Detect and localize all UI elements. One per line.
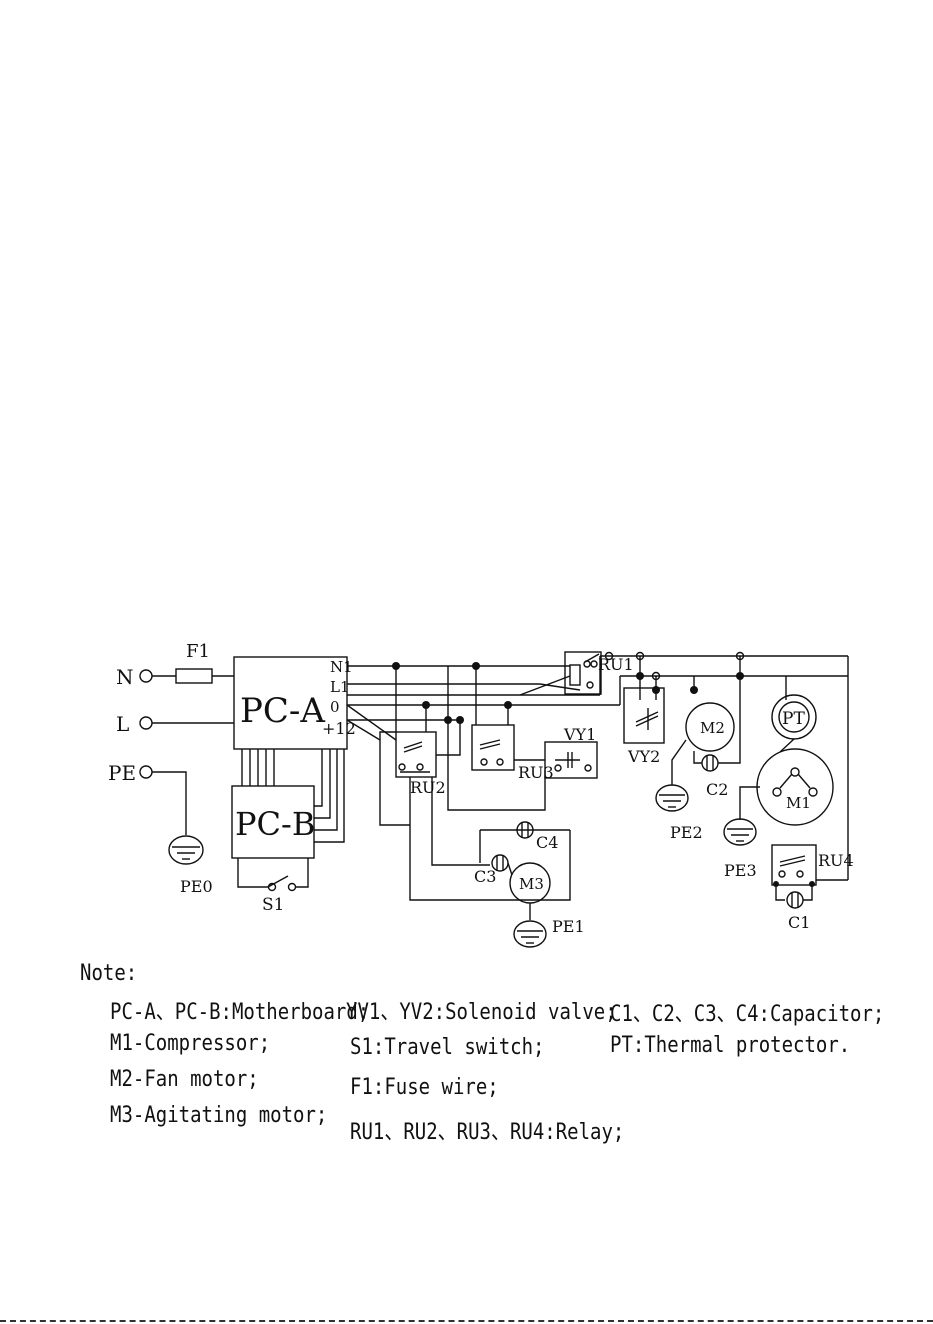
- label-pin-n1: N1: [330, 658, 353, 676]
- label-ru3: RU3: [518, 763, 554, 782]
- label-ru2: RU2: [410, 778, 446, 797]
- motor-m1: [756, 748, 834, 826]
- legend-item: M1-Compressor;: [110, 1030, 271, 1056]
- legend-item: M3-Agitating motor;: [110, 1102, 328, 1128]
- legend-item: PC-A、PC-B:Motherboard;: [110, 998, 370, 1025]
- page-bottom-rule: [0, 1320, 933, 1322]
- label-pt: PT: [782, 709, 805, 729]
- label-pe0: PE0: [180, 877, 213, 896]
- board-pc-b: [231, 785, 315, 859]
- legend-item: F1:Fuse wire;: [350, 1074, 499, 1100]
- label-vy2: VY2: [627, 747, 660, 766]
- label-c4: C4: [536, 833, 558, 852]
- terminal-n: [139, 669, 153, 683]
- label-m2: M2: [700, 719, 725, 737]
- label-n: N: [116, 665, 134, 689]
- label-pin-12: +12: [322, 719, 356, 738]
- fuse-f1: [175, 668, 213, 684]
- legend-item: RU1、RU2、RU3、RU4:Relay;: [350, 1118, 625, 1145]
- label-vy1: VY1: [563, 725, 596, 744]
- label-ru1: RU1: [598, 655, 634, 674]
- label-pc-b: PC-B: [235, 805, 315, 843]
- label-pe3: PE3: [724, 861, 757, 880]
- label-c1: C1: [788, 913, 810, 932]
- legend-item: C1、C2、C3、C4:Capacitor;: [610, 1000, 885, 1027]
- relay-ru4: [771, 844, 817, 886]
- terminal-pe: [139, 765, 153, 779]
- legend-title: Note:: [80, 960, 138, 986]
- label-f1: F1: [186, 641, 210, 662]
- label-l: L: [116, 712, 129, 736]
- label-ru4: RU4: [818, 851, 854, 870]
- valve-vy1: [544, 741, 598, 779]
- legend-item: PT:Thermal protector.: [610, 1032, 851, 1058]
- terminal-l: [139, 716, 153, 730]
- label-m3: M3: [519, 875, 544, 893]
- relay-ru1: [564, 651, 602, 695]
- legend-item: M2-Fan motor;: [110, 1066, 259, 1092]
- label-s1: S1: [262, 895, 284, 915]
- valve-vy2: [623, 687, 665, 744]
- label-m1: M1: [786, 794, 811, 812]
- label-pin-l1: L1: [330, 678, 350, 696]
- label-c2: C2: [706, 780, 728, 799]
- legend-item: S1:Travel switch;: [350, 1034, 545, 1060]
- label-pc-a: PC-A: [240, 691, 325, 731]
- board-pc-a: [233, 656, 348, 750]
- label-pe1: PE1: [552, 917, 585, 936]
- label-pin-0: 0: [330, 698, 340, 716]
- label-pe2: PE2: [670, 823, 703, 842]
- label-pe: PE: [108, 761, 136, 785]
- legend-item: YV1、YV2:Solenoid valve;: [346, 998, 617, 1025]
- motor-m2: [685, 702, 735, 752]
- relay-ru3: [471, 724, 515, 771]
- label-c3: C3: [474, 867, 496, 886]
